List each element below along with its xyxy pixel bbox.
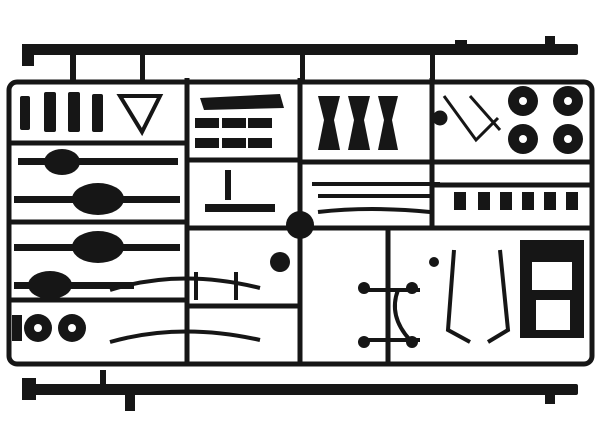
steering-parts bbox=[432, 95, 502, 143]
bottom-chassis-rail bbox=[22, 370, 578, 411]
cross-member-frame bbox=[520, 240, 584, 338]
front-axle-beam bbox=[312, 182, 440, 214]
brake-drums bbox=[12, 314, 86, 342]
top-chassis-rail bbox=[22, 36, 578, 82]
sprue-frame bbox=[6, 78, 595, 367]
shock-absorbers bbox=[20, 92, 164, 137]
small-discs bbox=[270, 252, 439, 348]
leaf-springs bbox=[109, 272, 261, 344]
wheels bbox=[508, 86, 583, 154]
engine-parts bbox=[195, 94, 284, 212]
bell-crank-parts bbox=[318, 96, 398, 150]
hub-part bbox=[286, 211, 314, 239]
axle-housings bbox=[14, 149, 180, 299]
spring-hangers bbox=[454, 192, 578, 210]
